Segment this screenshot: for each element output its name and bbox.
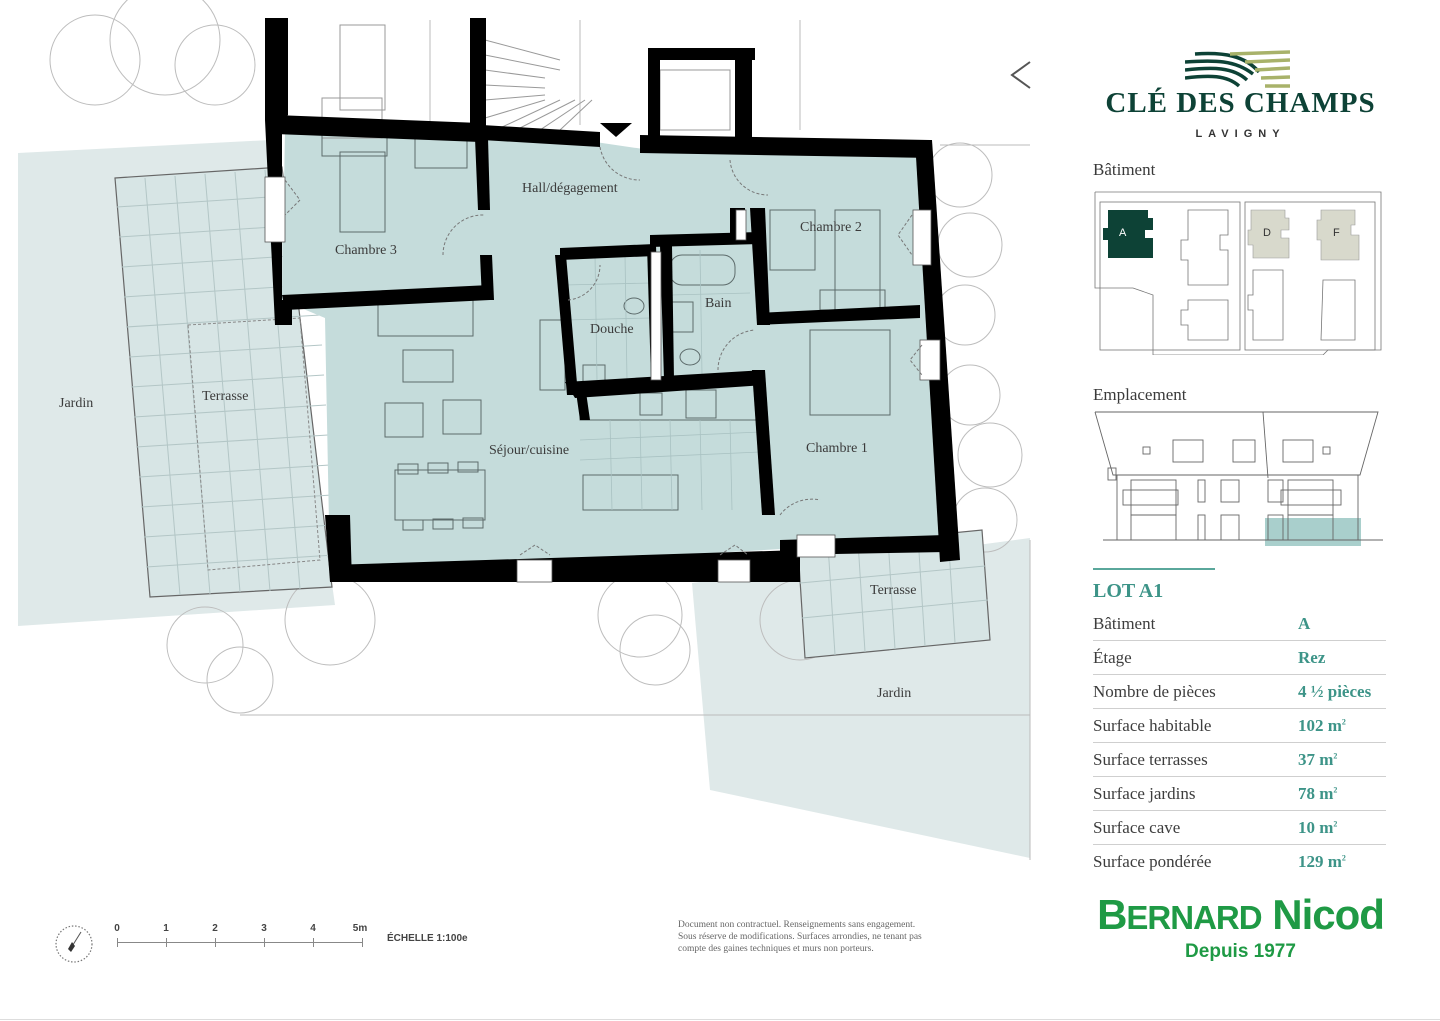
chevron-left-icon xyxy=(1010,61,1031,89)
svg-text:A: A xyxy=(1119,227,1127,239)
lot-title: LOT A1 xyxy=(1093,580,1164,602)
svg-text:D: D xyxy=(1263,227,1271,239)
spec-row-surface-terrasses: Surface terrasses 37 m2 xyxy=(1093,743,1386,777)
project-name: CLÉ DES CHAMPS xyxy=(1105,87,1376,119)
room-label-bain: Bain xyxy=(705,296,732,311)
entrance-marker-icon xyxy=(600,123,632,137)
room-label-chambre-1: Chambre 1 xyxy=(806,441,868,456)
scale-line xyxy=(117,942,362,943)
scale-tick-label: 3 xyxy=(261,923,267,934)
scale-tick-label: 4 xyxy=(310,923,316,934)
building-a-selected xyxy=(1103,210,1153,258)
project-location: LAVIGNY xyxy=(1195,128,1286,140)
spec-row-surface-jardins: Surface jardins 78 m2 xyxy=(1093,777,1386,811)
scale-tick-label: 2 xyxy=(212,923,218,934)
spec-row-surface-habitable: Surface habitable 102 m2 xyxy=(1093,709,1386,743)
floor-plan-drawing xyxy=(18,0,1031,860)
room-label-douche: Douche xyxy=(590,322,634,337)
room-label-jardin-west: Jardin xyxy=(59,396,94,411)
developer-tagline: Depuis 1977 xyxy=(1185,941,1296,962)
scale-tick-label: 0 xyxy=(114,923,120,934)
building-f xyxy=(1316,209,1360,261)
building-d xyxy=(1247,209,1290,259)
lot-specs-table: Bâtiment A Étage Rez Nombre de pièces 4 … xyxy=(1093,607,1386,879)
room-label-terrasse-west: Terrasse xyxy=(202,389,249,404)
page-bottom-rule xyxy=(0,1019,1440,1020)
fields-logo-icon xyxy=(1185,50,1290,88)
lot-divider xyxy=(1093,568,1215,570)
svg-text:F: F xyxy=(1333,227,1340,239)
spec-row-batiment: Bâtiment A xyxy=(1093,607,1386,641)
room-label-chambre-3: Chambre 3 xyxy=(335,243,397,258)
developer-name: BERNARD Nicod xyxy=(1097,891,1385,938)
unit-highlight xyxy=(1265,518,1361,546)
site-plan-map: A D F xyxy=(1094,191,1382,355)
disclaimer-line: compte des gaines techniques et murs non… xyxy=(678,944,874,954)
building-section-title: Bâtiment xyxy=(1093,160,1156,179)
disclaimer-line: Sous réserve de modifications. Surfaces … xyxy=(678,932,922,942)
scale-tick-label: 5m xyxy=(352,923,368,934)
developer-logo: BERNARD Nicod Depuis 1977 xyxy=(1093,892,1388,963)
floor-plan: Hall/dégagement Chambre 3 Chambre 2 Bain… xyxy=(18,0,1031,860)
room-label-hall: Hall/dégagement xyxy=(522,181,618,196)
room-label-jardin-south: Jardin xyxy=(877,686,912,701)
north-arrow-icon xyxy=(55,925,93,963)
spec-row-etage: Étage Rez xyxy=(1093,641,1386,675)
room-label-terrasse-south: Terrasse xyxy=(870,583,917,598)
disclaimer: Document non contractuel. Renseignements… xyxy=(678,919,978,955)
building-elevation xyxy=(1094,411,1383,546)
room-label-sejour: Séjour/cuisine xyxy=(489,443,570,458)
location-section-title: Emplacement xyxy=(1093,385,1187,404)
room-label-chambre-2: Chambre 2 xyxy=(800,220,862,235)
spec-row-surface-cave: Surface cave 10 m2 xyxy=(1093,811,1386,845)
scale-tick-label: 1 xyxy=(163,923,169,934)
spec-row-surface-ponderee: Surface pondérée 129 m2 xyxy=(1093,852,1346,871)
scale-label: ÉCHELLE 1:100e xyxy=(387,933,468,944)
disclaimer-line: Document non contractuel. Renseignements… xyxy=(678,920,916,930)
spec-row-pieces: Nombre de pièces 4 ½ pièces xyxy=(1093,675,1386,709)
